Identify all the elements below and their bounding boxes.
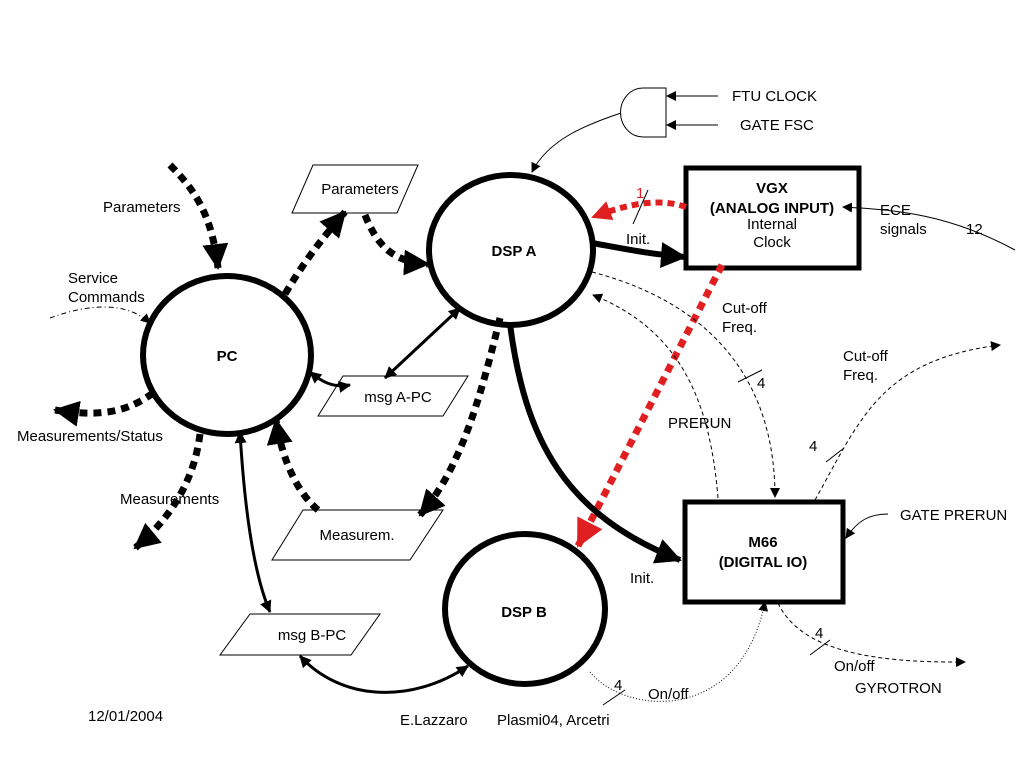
prerun-red-arrow (574, 263, 726, 548)
dsp-a-to-measurem-arrow (417, 317, 504, 518)
pc-msg-a-pc-link (309, 370, 351, 393)
parameters-to-dsp-a-arrow (361, 213, 430, 276)
author-label: E.Lazzaro (400, 712, 468, 729)
cutoff-out-arrow (814, 341, 1001, 501)
onoff-bottom-label: On/off (648, 686, 689, 703)
and-gate (620, 88, 641, 136)
freq-2-label: Freq. (843, 367, 878, 384)
measurements-label: Measurements (120, 491, 219, 508)
m66-subtitle: (DIGITAL IO) (719, 554, 808, 571)
pc-msg-b-pc-link (234, 431, 272, 613)
signals-label: signals (880, 221, 927, 238)
gate-fsc-label: GATE FSC (740, 117, 814, 134)
dsp-b-label: DSP B (501, 604, 547, 621)
m66-box (682, 499, 846, 605)
gate-to-dsp-a-arrow (531, 112, 622, 173)
cutoff-dsp-a-m66-arrow (591, 271, 780, 498)
gate-prerun-arrow (845, 513, 889, 539)
four-4-label: 4 (614, 677, 622, 694)
dsp-a-init-vgx-arrow (591, 240, 687, 269)
measurem-to-pc-arrow (266, 418, 321, 513)
vgx-internal: Internal (747, 216, 797, 233)
m66-title: M66 (748, 534, 777, 551)
service-commands-arrow (49, 306, 151, 324)
ftu-clock-label: FTU CLOCK (732, 88, 817, 105)
msg-b-pc-box (219, 613, 381, 656)
gate-prerun-label: GATE PRERUN (900, 507, 1007, 524)
measurem-label: Measurem. (319, 527, 394, 544)
vgx-subtitle: (ANALOG INPUT) (710, 200, 834, 217)
and-gate-shape (620, 87, 667, 138)
pc-to-measurements-arrow (132, 433, 204, 551)
four-3-label: 4 (815, 625, 823, 642)
parameters-in-label: Parameters (103, 199, 181, 216)
vgx-to-dsp-a-red-arrow (591, 199, 687, 220)
service-label: Service (68, 270, 118, 287)
vgx-title: VGX (756, 180, 788, 197)
venue-label: Plasmi04, Arcetri (497, 712, 610, 729)
pc-label: PC (217, 348, 238, 365)
cutoff-out-tick (825, 447, 845, 463)
msg-b-pc-label: msg B-PC (278, 627, 347, 644)
pc-node (140, 273, 314, 437)
cutoff-1-label: Cut-off (722, 300, 768, 317)
pc-to-meas-status-arrow (53, 390, 156, 427)
vgx-clock: Clock (753, 234, 791, 251)
dsp-a-label: DSP A (491, 243, 536, 260)
dsp-b-onoff-tick (602, 689, 626, 706)
vgx-box (683, 165, 862, 271)
parameters-box (291, 164, 419, 214)
cutoff-2-label: Cut-off (843, 348, 889, 365)
dsp-b-onoff-m66-arrow (589, 601, 769, 702)
cutoff-a-tick (737, 369, 763, 383)
one-label: 1 (636, 185, 644, 202)
four-2-label: 4 (809, 438, 817, 455)
ece-label: ECE (880, 202, 911, 219)
measurem-box (271, 509, 444, 561)
msg-b-pc-dsp-b-link (298, 654, 469, 694)
parameters-in-arrow (167, 162, 229, 270)
twelve-label: 12 (966, 221, 983, 238)
freq-1-label: Freq. (722, 319, 757, 336)
measurements-status-label: Measurements/Status (17, 428, 163, 445)
date-label: 12/01/2004 (88, 708, 163, 725)
parameters-box-label: Parameters (321, 181, 399, 198)
init-b-label: Init. (630, 570, 654, 587)
msg-a-pc-label: msg A-PC (364, 389, 432, 406)
gyrotron-label: GYROTRON (855, 680, 942, 697)
commands-label: Commands (68, 289, 145, 306)
pc-to-parameters-arrow (281, 209, 348, 296)
onoff-right-label: On/off (834, 658, 875, 675)
m66-to-gyrotron-arrow (777, 602, 966, 668)
msg-a-pc-dsp-a-link (383, 306, 462, 380)
prerun-label: PRERUN (668, 415, 731, 432)
dsp-a-init-m66-arrow (507, 323, 682, 564)
dsp-b-node (442, 531, 608, 687)
vgx-dsp-a-tick (632, 189, 649, 225)
init-a-label: Init. (626, 231, 650, 248)
m66-to-dsp-a-arrow (592, 293, 719, 499)
four-1-label: 4 (757, 375, 765, 392)
ece-signals-arrow (842, 202, 1016, 251)
gyrotron-tick (809, 639, 831, 656)
